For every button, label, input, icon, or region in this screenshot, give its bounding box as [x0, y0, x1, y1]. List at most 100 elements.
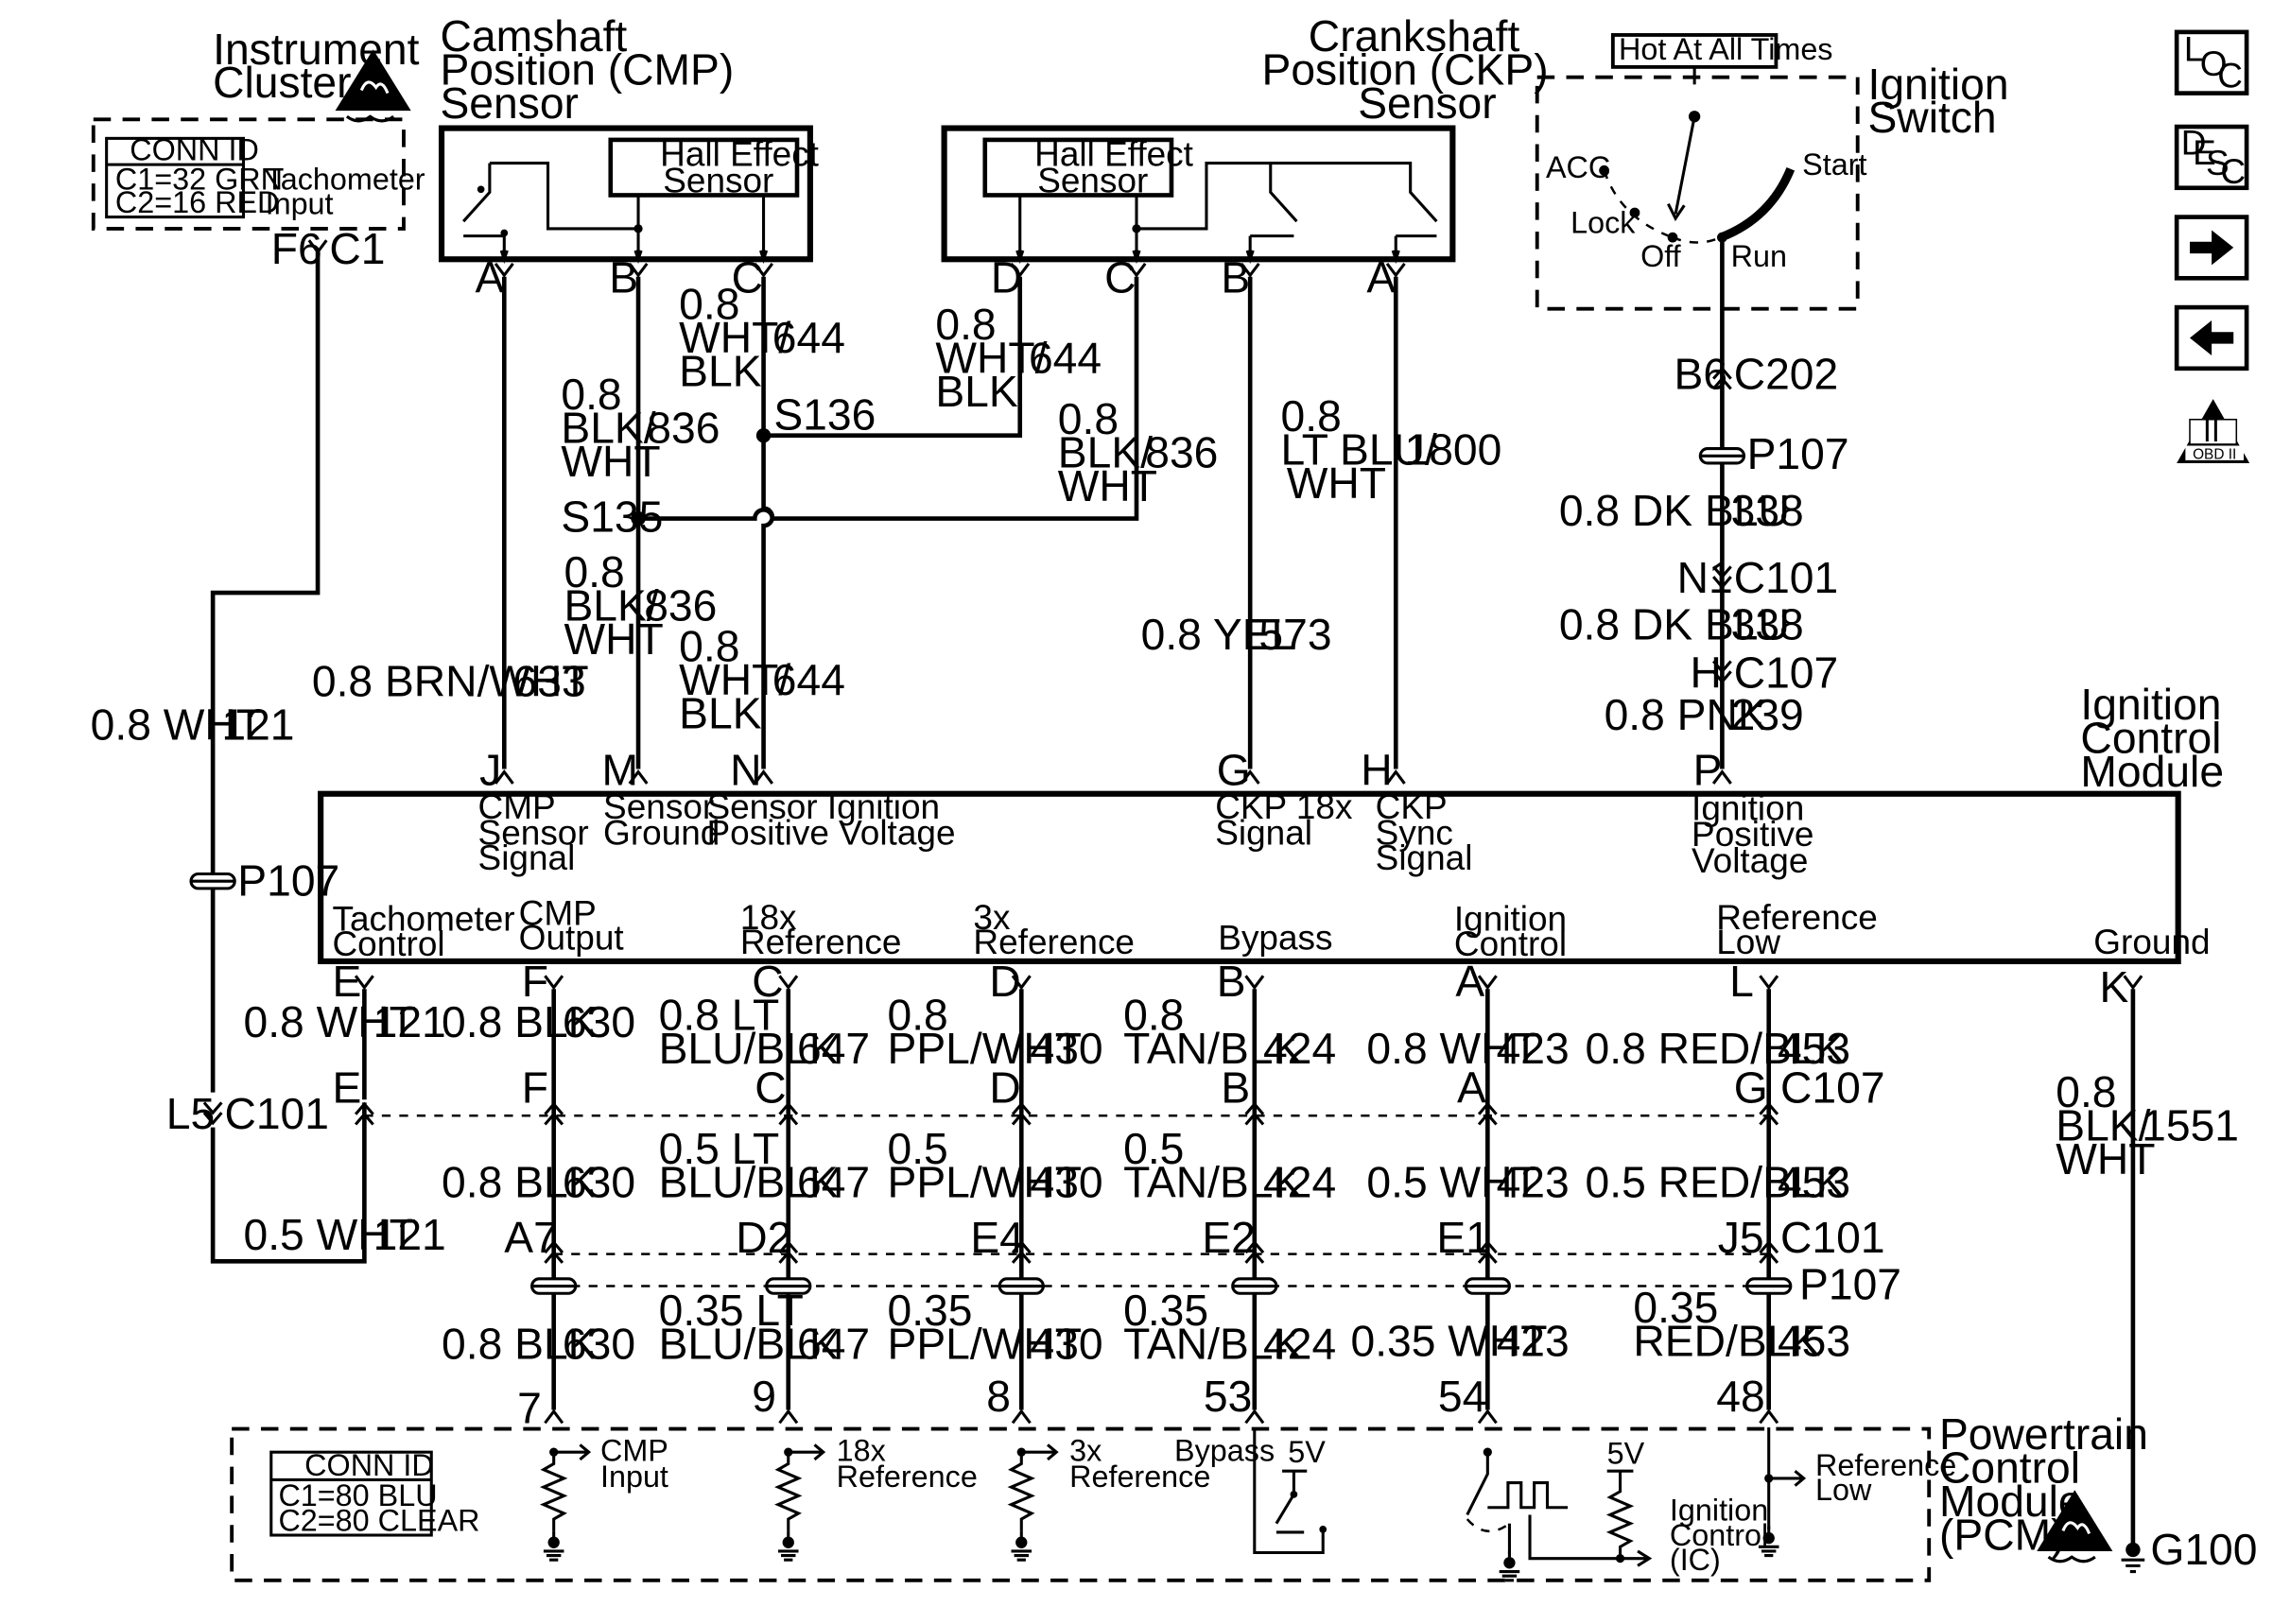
- wire-453-label: 0.8 RED/BLK: [1586, 1024, 1846, 1073]
- wire-647b-color: BLU/BLK: [659, 1158, 839, 1207]
- prev-page-button[interactable]: [2174, 304, 2249, 371]
- c107-pin-b: B: [1221, 1063, 1250, 1112]
- splice-p107-right: P107: [1747, 429, 1849, 478]
- wire-630-label: 0.8 BLK: [442, 997, 598, 1046]
- desc-letter-c: C: [2220, 152, 2246, 191]
- ckp-title-3: Sensor: [1358, 78, 1496, 128]
- wire-121c-label: 0.5 WHT: [243, 1210, 415, 1259]
- wire-424b-size: 0.5: [1123, 1124, 1184, 1173]
- icm-ckp18-2: Signal: [1215, 814, 1312, 853]
- loc-letter-c: C: [2217, 56, 2243, 95]
- wire-647b-circuit: 647: [797, 1158, 870, 1207]
- pcm-title-2: Control: [1939, 1443, 2080, 1493]
- ground-g100: G100: [2150, 1525, 2257, 1574]
- pcm-bypass: Bypass: [1174, 1433, 1275, 1467]
- wire-573-circuit: 573: [1258, 610, 1331, 659]
- icm-sensor-ground-2: Ground: [603, 814, 720, 853]
- wire-453b-label: 0.5 RED/BLK: [1586, 1158, 1846, 1207]
- wire-644b-color-1: WHT/: [935, 333, 1047, 382]
- conn-c107-bottom: C107: [1780, 1063, 1885, 1112]
- pcm-ic-2: Control: [1670, 1518, 1768, 1552]
- wire-424b-circuit: 424: [1263, 1158, 1336, 1207]
- icm-sensor-pv-2: Positive Voltage: [706, 814, 955, 853]
- icm-ic-2: Control: [1454, 924, 1567, 963]
- icm-18x-2: Reference: [740, 923, 902, 961]
- splice-s136-dot: [755, 427, 772, 443]
- obd-ii-button[interactable]: II OBD II: [2177, 399, 2250, 463]
- wire-644c-circuit: 644: [772, 655, 845, 704]
- icm-cmp-signal-1: CMP: [478, 787, 556, 826]
- wire-644c-color-1: WHT/: [679, 655, 790, 704]
- wire-1800-circuit: 1800: [1405, 425, 1502, 475]
- wire-423b-label: 0.5 WHT: [1366, 1158, 1538, 1207]
- icm-cmp-signal-3: Signal: [478, 838, 576, 877]
- wire-647-size: 0.8 LT: [659, 990, 780, 1039]
- icm-pin-b: B: [1217, 957, 1246, 1006]
- conn-c202: C202: [1734, 349, 1839, 398]
- pcm-cmp-input-2: Input: [600, 1460, 668, 1494]
- desc-letter-e: E: [2193, 133, 2216, 172]
- wire-633-circuit: 633: [513, 657, 586, 706]
- wire-630c-circuit: 630: [563, 1320, 635, 1369]
- icm-pin-a: A: [1455, 957, 1484, 1006]
- pcm-ic-5v: 5V: [1607, 1437, 1645, 1471]
- icm-3x-2: Reference: [973, 923, 1135, 961]
- loc-letter-l: L: [2184, 30, 2204, 69]
- splice-p107-bottom: P107: [1799, 1259, 1901, 1308]
- cmp-pin-c: C: [732, 253, 763, 302]
- icm-pin-f: F: [522, 957, 548, 1006]
- pcm-ic-1: Ignition: [1670, 1494, 1768, 1528]
- wire-647c-size: 0.35 LT: [659, 1286, 804, 1335]
- cmp-hall-2: Sensor: [663, 161, 773, 199]
- icm-pin-m: M: [602, 745, 639, 794]
- icm-sensor-pv-1: Sensor Ignition: [706, 787, 940, 826]
- cluster-conn-id-box: [105, 136, 246, 219]
- pcm-conn-id-box: [269, 1450, 433, 1537]
- splice-p107-left: P107: [237, 856, 339, 906]
- c107-pin-g: G: [1734, 1063, 1768, 1112]
- cmp-title-1: Camshaft: [440, 11, 627, 60]
- wire-424-circuit: 424: [1263, 1024, 1336, 1073]
- wire-453c-size: 0.35: [1633, 1283, 1718, 1332]
- wire-644-color-1: WHT/: [679, 313, 790, 362]
- c101-pin-e2: E2: [1202, 1213, 1256, 1262]
- wire-430-color: PPL/WHT: [888, 1024, 1082, 1073]
- next-page-button[interactable]: [2174, 215, 2249, 281]
- icm-pin-h: H: [1361, 745, 1392, 794]
- icm-pin-e: E: [332, 957, 361, 1006]
- wire-430b-circuit: 430: [1031, 1158, 1103, 1207]
- wire-630b-circuit: 630: [563, 1158, 635, 1207]
- icm-pin-l: L: [1729, 957, 1754, 1006]
- wire-430c-size: 0.35: [888, 1286, 973, 1335]
- cluster-box: [91, 117, 406, 231]
- wire-647b-size: 0.5 LT: [659, 1124, 780, 1173]
- wire-644-color-2: BLK: [679, 346, 762, 395]
- wire-836b-color-2: WHT: [1058, 461, 1157, 510]
- ignition-switch-box: [1535, 75, 1860, 311]
- icm-ground: Ground: [2093, 923, 2210, 961]
- icm-ref-low-1: Reference: [1716, 898, 1878, 937]
- ign-run: Run: [1731, 239, 1787, 273]
- wire-836c-size: 0.8: [564, 547, 624, 596]
- conn-c107-top: C107: [1734, 648, 1839, 697]
- cluster-title-1: Instrument: [213, 25, 420, 74]
- hot-at-all-times: Hot At All Times: [1619, 32, 1832, 66]
- ckp-hall-box: [982, 137, 1174, 198]
- c101-pin-e1: E1: [1436, 1213, 1490, 1262]
- desc-button[interactable]: D E S C: [2174, 123, 2249, 191]
- icm-bypass: Bypass: [1218, 919, 1332, 958]
- wire-836-circuit: 836: [647, 403, 720, 452]
- icm-ckp18-1: CKP 18x: [1215, 787, 1353, 826]
- loc-button[interactable]: L O C: [2174, 29, 2249, 95]
- wire-647-circuit: 647: [797, 1024, 870, 1073]
- wire-1551-size: 0.8: [2056, 1067, 2116, 1116]
- wire-644-circuit: 644: [772, 313, 845, 362]
- wire-430-circuit: 430: [1031, 1024, 1103, 1073]
- conn-b6: B6: [1674, 349, 1728, 398]
- icm-ipv-3: Voltage: [1692, 841, 1808, 880]
- conn-c101-top: C101: [1734, 553, 1839, 602]
- pcm-conn-1: C1=80 BLU: [278, 1478, 437, 1512]
- pcm-3x-1: 3x: [1069, 1433, 1102, 1467]
- wire-836c-color-1: BLK/: [564, 580, 658, 630]
- c107-pin-c: C: [755, 1063, 786, 1112]
